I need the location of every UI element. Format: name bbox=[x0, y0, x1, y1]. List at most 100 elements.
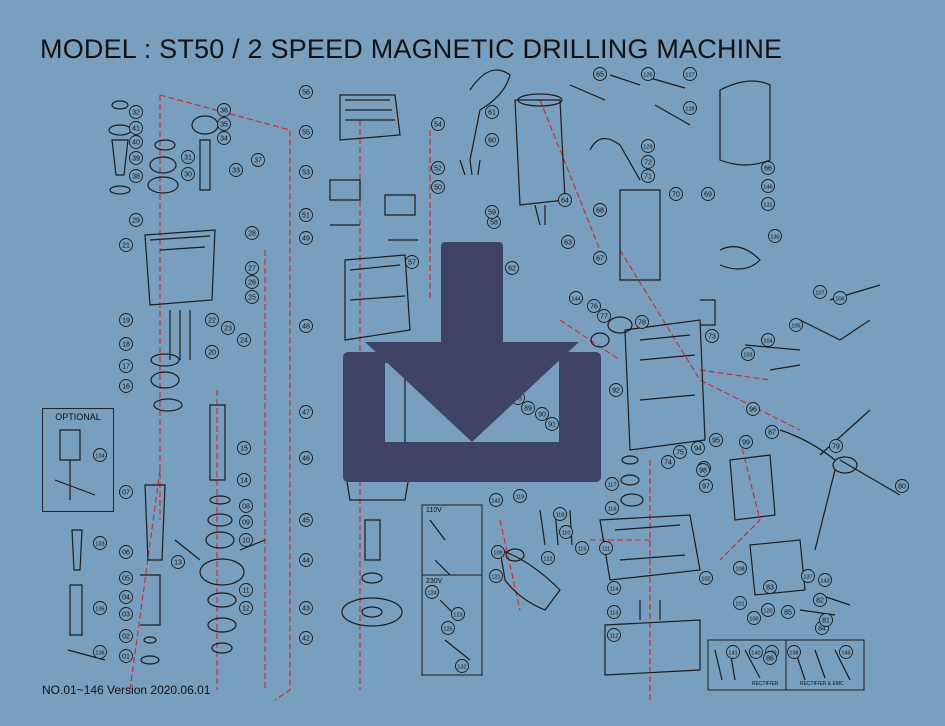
voltage-label-230v: 230V bbox=[426, 578, 443, 585]
part-number-callout: 133 bbox=[93, 536, 107, 550]
part-number-callout: 124 bbox=[425, 585, 439, 599]
part-number-callout: 48 bbox=[299, 319, 313, 333]
part-number-callout: 77 bbox=[597, 309, 611, 323]
part-number-callout: 85 bbox=[781, 605, 795, 619]
part-number-label: 101 bbox=[735, 601, 744, 607]
part-number-callout: 52 bbox=[431, 161, 445, 175]
part-number-label: 21 bbox=[122, 242, 130, 249]
part-number-label: 26 bbox=[248, 279, 256, 286]
optional-label: OPTIONAL bbox=[55, 412, 101, 422]
part-number-callout: 41 bbox=[129, 121, 143, 135]
part-number-label: 25 bbox=[248, 294, 256, 301]
part-number-callout: 136 bbox=[93, 645, 107, 659]
part-number-callout: 43 bbox=[299, 601, 313, 615]
part-number-callout: 19 bbox=[119, 313, 133, 327]
part-number-label: 81 bbox=[822, 617, 830, 624]
part-number-label: 13 bbox=[174, 559, 182, 566]
part-number-callout: 108 bbox=[733, 561, 747, 575]
part-number-callout: 112 bbox=[607, 628, 621, 642]
part-number-label: 47 bbox=[302, 409, 310, 416]
part-number-label: 52 bbox=[434, 165, 442, 172]
part-number-callout: 36 bbox=[217, 103, 231, 117]
part-number-callout: 65 bbox=[593, 67, 607, 81]
part-number-label: 107 bbox=[815, 290, 824, 296]
part-number-callout: 13 bbox=[171, 555, 185, 569]
part-number-callout: 104 bbox=[761, 333, 775, 347]
part-number-callout: 127 bbox=[683, 67, 697, 81]
part-number-callout: 10 bbox=[239, 533, 253, 547]
part-number-label: 20 bbox=[208, 349, 216, 356]
part-number-callout: 15 bbox=[237, 441, 251, 455]
part-number-label: 06 bbox=[122, 549, 130, 556]
part-number-label: 115 bbox=[578, 546, 587, 552]
part-number-callout: 56 bbox=[299, 85, 313, 99]
part-number-callout: 01 bbox=[119, 649, 133, 663]
part-number-label: 141 bbox=[728, 650, 737, 656]
part-number-callout: 02 bbox=[119, 629, 133, 643]
part-number-label: 112 bbox=[610, 633, 619, 639]
part-number-label: 09 bbox=[242, 519, 250, 526]
part-number-label: 113 bbox=[610, 610, 619, 616]
part-number-label: 07 bbox=[122, 489, 130, 496]
part-number-label: 31 bbox=[184, 154, 192, 161]
part-number-callout: 25 bbox=[245, 290, 259, 304]
part-number-callout: 22 bbox=[205, 313, 219, 327]
part-number-label: 128 bbox=[685, 106, 694, 112]
part-number-label: 29 bbox=[132, 217, 140, 224]
download-icon bbox=[343, 242, 601, 482]
part-number-label: 44 bbox=[302, 557, 310, 564]
part-number-label: 68 bbox=[596, 207, 604, 214]
part-number-label: 27 bbox=[248, 265, 256, 272]
part-number-label: 126 bbox=[643, 72, 652, 78]
part-number-label: 62 bbox=[508, 265, 516, 272]
legend-label-rectifier-emc: RECTIFIER & EMC bbox=[800, 681, 844, 687]
part-number-callout: 24 bbox=[237, 333, 251, 347]
part-number-callout: 40 bbox=[129, 135, 143, 149]
part-number-label: 105 bbox=[791, 323, 800, 329]
part-number-label: 58 bbox=[490, 219, 498, 226]
part-number-label: 14 bbox=[240, 477, 248, 484]
diagram-title: MODEL : ST50 / 2 SPEED MAGNETIC DRILLING… bbox=[40, 34, 783, 64]
download-button[interactable] bbox=[343, 242, 601, 482]
part-number-callout: 53 bbox=[299, 165, 313, 179]
part-number-label: 125 bbox=[443, 626, 452, 632]
part-number-callout: 135 bbox=[93, 601, 107, 615]
part-number-callout: 28 bbox=[245, 226, 259, 240]
part-number-label: 59 bbox=[488, 209, 496, 216]
part-number-callout: 30 bbox=[181, 167, 195, 181]
part-number-label: 137 bbox=[803, 574, 812, 580]
part-number-callout: 67 bbox=[593, 251, 607, 265]
part-number-callout: 04 bbox=[119, 590, 133, 604]
part-number-label: 08 bbox=[242, 503, 250, 510]
part-number-callout: 75 bbox=[673, 445, 687, 459]
part-number-callout: 69 bbox=[701, 187, 715, 201]
part-number-callout: 103 bbox=[741, 347, 755, 361]
part-number-label: 40 bbox=[132, 139, 140, 146]
part-number-callout: 03 bbox=[119, 607, 133, 621]
part-number-label: 109 bbox=[493, 550, 502, 556]
part-number-label: 135 bbox=[95, 606, 104, 612]
part-number-label: 127 bbox=[685, 72, 694, 78]
part-number-label: 97 bbox=[702, 483, 710, 490]
part-number-label: 142 bbox=[491, 498, 500, 504]
part-number-callout: 73 bbox=[705, 329, 719, 343]
part-number-callout: 39 bbox=[129, 151, 143, 165]
part-number-label: 72 bbox=[644, 159, 652, 166]
part-number-callout: 100 bbox=[747, 611, 761, 625]
part-number-label: 43 bbox=[302, 605, 310, 612]
voltage-label-110v: 110V bbox=[426, 507, 442, 514]
part-number-label: 69 bbox=[704, 191, 712, 198]
part-number-callout: 146 bbox=[761, 179, 775, 193]
part-number-callout: 70 bbox=[669, 187, 683, 201]
left-spindle-parts bbox=[54, 100, 266, 665]
part-number-label: 123 bbox=[453, 612, 462, 618]
part-number-callout: 60 bbox=[485, 133, 499, 147]
part-number-callout: 143 bbox=[818, 573, 832, 587]
part-number-label: 28 bbox=[248, 230, 256, 237]
part-number-label: 111 bbox=[602, 546, 610, 552]
part-number-callout: 87 bbox=[765, 425, 779, 439]
part-number-callout: 115 bbox=[575, 541, 589, 555]
part-number-callout: 09 bbox=[239, 515, 253, 529]
part-number-label: 100 bbox=[749, 616, 758, 622]
